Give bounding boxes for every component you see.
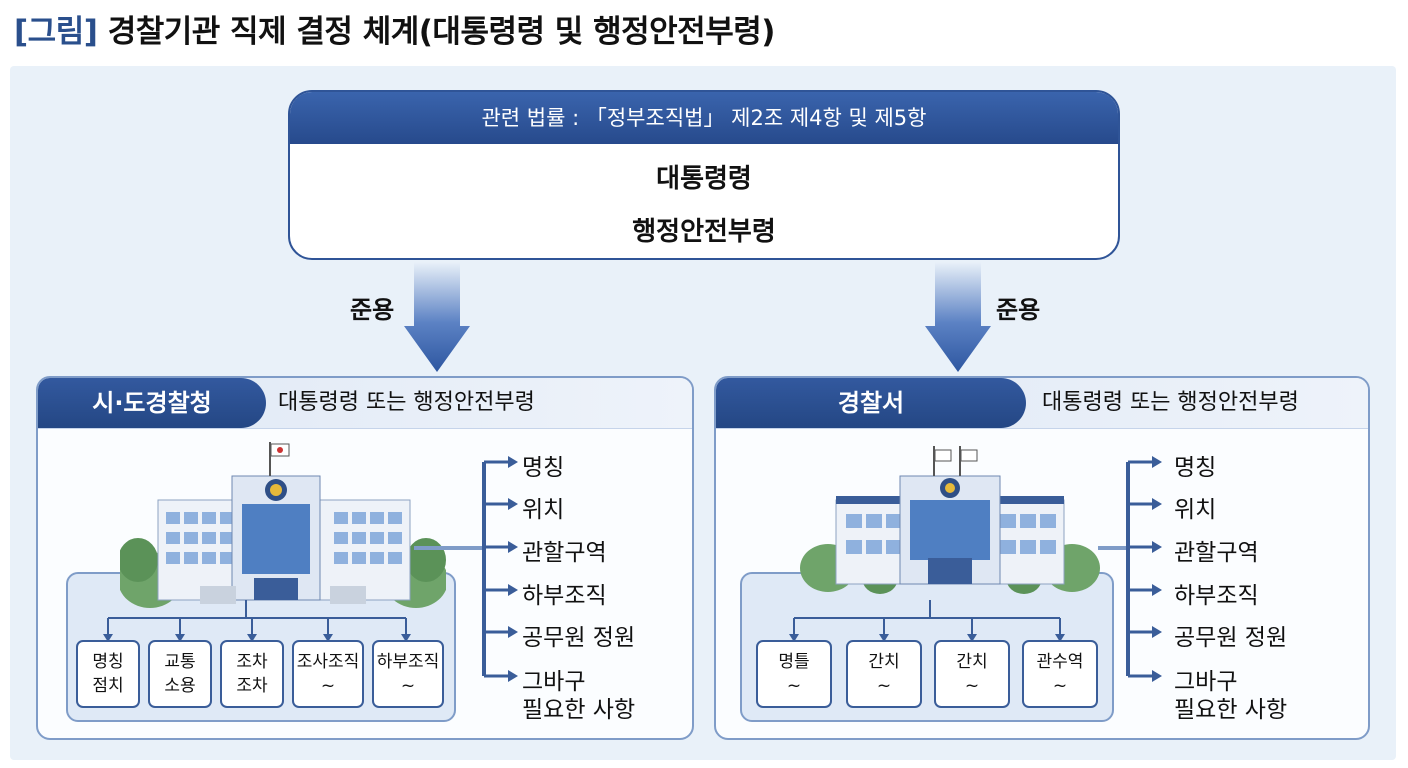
law-line-decree: 대통령령	[656, 164, 752, 194]
left-item-staff-quota: 공무원 정원	[522, 625, 636, 651]
box-line-2: ~	[320, 676, 336, 696]
right-subunit-box-4: 관수역 ~	[1022, 640, 1098, 708]
police-station-building-icon	[800, 446, 1100, 594]
box-line-1: 간치	[868, 652, 900, 672]
box-line-2: 소용	[164, 676, 196, 696]
box-line-2: ~	[1052, 676, 1068, 696]
figure-title-text: 경찰기관 직제 결정 체계(대통령령 및 행정안전부령)	[107, 14, 776, 50]
right-item-name: 명칭	[1174, 455, 1217, 481]
right-item-location: 위치	[1174, 497, 1217, 523]
box-line-2: ~	[876, 676, 892, 696]
left-item-name: 명칭	[522, 455, 565, 481]
office-basis: 대통령령 또는 행정안전부령	[1042, 390, 1299, 415]
figure-title: [그림] 경찰기관 직제 결정 체계(대통령령 및 행정안전부령)	[14, 6, 775, 51]
office-header: 시·도경찰청 대통령령 또는 행정안전부령	[38, 378, 692, 429]
box-line-1: 하부조직	[376, 652, 440, 672]
office-basis: 대통령령 또는 행정안전부령	[278, 390, 535, 415]
box-line-2: ~	[964, 676, 980, 696]
office-name: 시·도경찰청	[38, 378, 266, 428]
box-line-2: ~	[786, 676, 802, 696]
left-subunit-box-4: 조사조직 ~	[292, 640, 364, 708]
left-item-other-line2: 필요한 사항	[522, 697, 636, 723]
office-name: 경찰서	[716, 378, 1026, 428]
left-item-jurisdiction: 관할구역	[522, 540, 607, 566]
office-header: 경찰서 대통령령 또는 행정안전부령	[716, 378, 1368, 429]
left-subunit-box-5: 하부조직 ~	[372, 640, 444, 708]
box-line-1: 명칭	[92, 652, 124, 672]
right-down-arrow	[925, 262, 991, 372]
right-subunit-box-3: 간치 ~	[934, 640, 1010, 708]
right-subunit-box-1: 명틀 ~	[756, 640, 832, 708]
law-line-ordinance: 행정안전부령	[632, 217, 776, 247]
right-item-staff-quota: 공무원 정원	[1174, 625, 1288, 651]
box-line-1: 명틀	[778, 652, 810, 672]
right-subunit-box-2: 간치 ~	[846, 640, 922, 708]
box-line-1: 조사조직	[296, 652, 360, 672]
right-item-suborganization: 하부조직	[1174, 583, 1259, 609]
box-line-2: 조차	[236, 676, 268, 696]
right-item-other-line2: 필요한 사항	[1174, 697, 1288, 723]
left-item-suborganization: 하부조직	[522, 583, 607, 609]
figure-tag: [그림]	[14, 14, 98, 50]
box-line-1: 관수역	[1036, 652, 1084, 672]
right-item-jurisdiction: 관할구역	[1174, 540, 1259, 566]
provincial-police-building-icon	[120, 442, 446, 608]
box-line-1: 교통	[164, 652, 196, 672]
left-item-location: 위치	[522, 497, 565, 523]
box-line-2: 점치	[92, 676, 124, 696]
box-line-1: 조차	[236, 652, 268, 672]
left-arrow-label: 준용	[350, 296, 395, 324]
box-line-1: 간치	[956, 652, 988, 672]
box-line-2: ~	[400, 676, 416, 696]
right-item-other: 그바구	[1174, 669, 1238, 695]
left-down-arrow	[404, 262, 470, 372]
right-arrow-label: 준용	[996, 296, 1041, 324]
law-header: 관련 법률 : 「정부조직법」 제2조 제4항 및 제5항	[290, 92, 1118, 144]
law-box: 관련 법률 : 「정부조직법」 제2조 제4항 및 제5항 대통령령 행정안전부…	[288, 90, 1120, 260]
left-item-other: 그바구	[522, 669, 586, 695]
